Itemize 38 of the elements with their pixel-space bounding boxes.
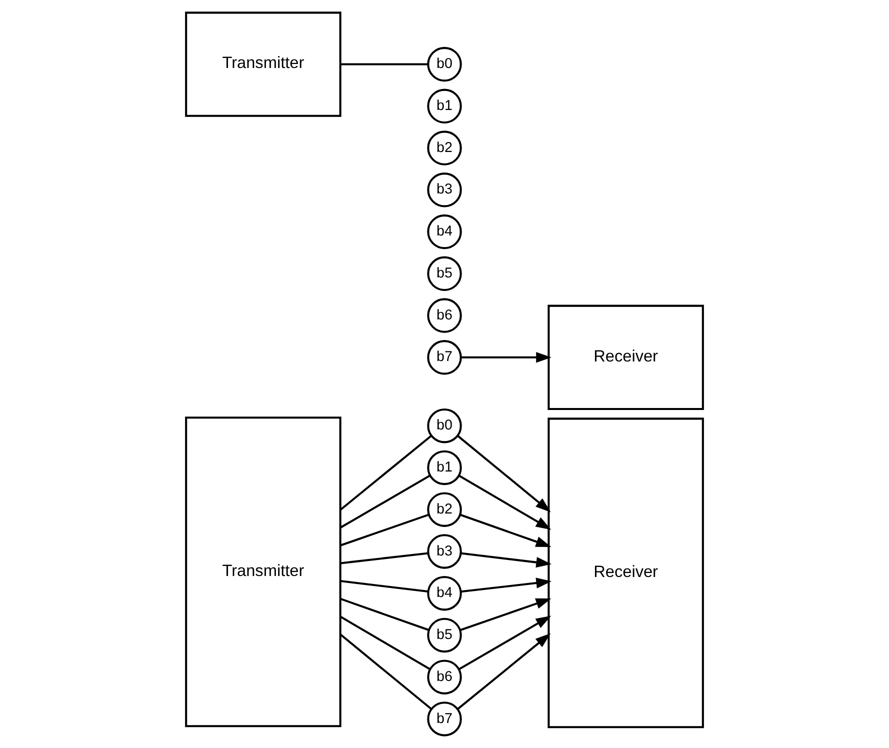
node-circle: b1 (427, 450, 462, 486)
arrow (456, 434, 551, 512)
node-circle: b5 (427, 618, 462, 653)
connector (340, 598, 430, 631)
connector (340, 63, 428, 66)
node-box: Receiver (548, 304, 704, 410)
node-circle: b2 (427, 130, 462, 166)
connector (340, 616, 431, 670)
node-circle: b3 (427, 534, 462, 569)
node-box: Receiver (548, 418, 704, 728)
arrow (460, 598, 552, 632)
node-circle: b7 (427, 340, 462, 375)
arrow (458, 616, 552, 670)
arrow (457, 633, 551, 710)
node-circle: b6 (427, 660, 462, 694)
node-box: Transmitter (185, 416, 342, 728)
node-circle: b7 (427, 702, 462, 736)
arrow (460, 514, 552, 547)
connector (340, 552, 428, 564)
arrow (460, 552, 552, 568)
connector (340, 514, 430, 546)
node-circle: b4 (427, 214, 462, 250)
node-circle: b5 (427, 256, 462, 292)
node-circle: b2 (427, 492, 462, 527)
connector (340, 434, 432, 511)
connector (340, 580, 428, 593)
node-circle: b0 (427, 46, 462, 82)
node-circle: b4 (427, 576, 462, 611)
node-circle: b3 (427, 172, 462, 208)
arrow (461, 352, 552, 363)
node-box: Transmitter (185, 12, 342, 117)
arrow (458, 474, 552, 530)
connector (340, 474, 431, 528)
node-circle: b6 (427, 298, 462, 333)
node-circle: b0 (427, 408, 462, 444)
connector (340, 634, 432, 710)
node-circle: b1 (427, 88, 462, 124)
arrow (460, 578, 552, 593)
